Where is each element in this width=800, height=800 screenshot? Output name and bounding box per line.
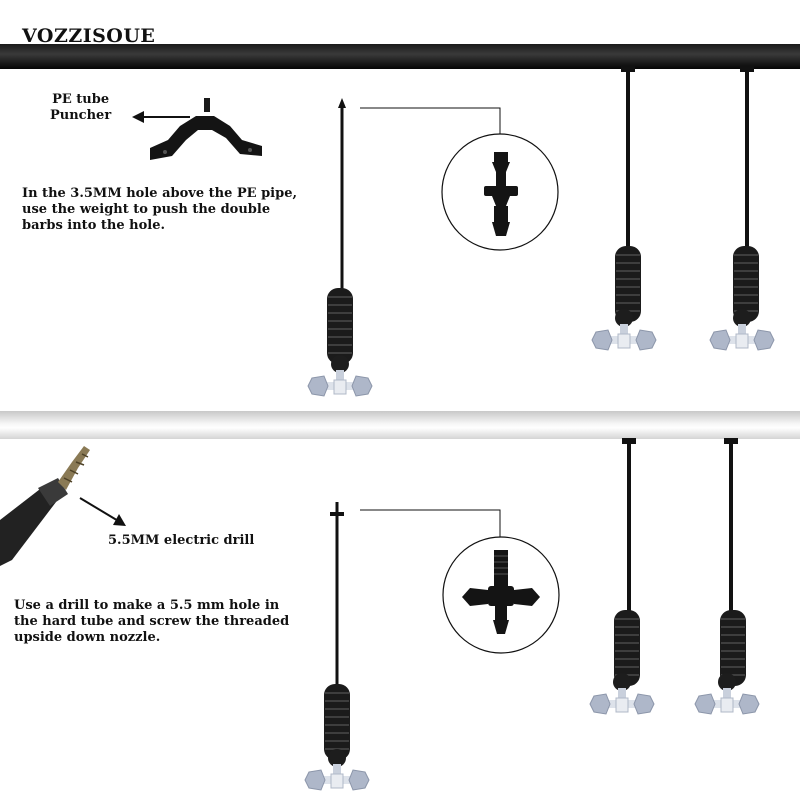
puncher-label-line1: PE tube bbox=[52, 92, 110, 107]
electric-drill-label: 5.5MM electric drill bbox=[108, 533, 255, 548]
mist-dropper-assembly bbox=[709, 66, 775, 351]
mist-dropper-assembly bbox=[304, 502, 370, 791]
electric-drill-icon bbox=[0, 446, 90, 566]
black-pe-pipe bbox=[0, 44, 800, 69]
puncher-label-line2: Puncher bbox=[50, 108, 112, 123]
bottom-desc-line: Use a drill to make a 5.5 mm hole in bbox=[14, 598, 280, 613]
threaded-cross-connector-icon bbox=[462, 550, 540, 634]
bottom-desc-line: upside down nozzle. bbox=[14, 630, 161, 645]
top-description: In the 3.5MM hole above the PE pipe, use… bbox=[22, 186, 342, 234]
top-desc-line: use the weight to push the double bbox=[22, 202, 271, 217]
bottom-description: Use a drill to make a 5.5 mm hole in the… bbox=[14, 598, 334, 646]
brand-logo: VOZZISOUE bbox=[22, 25, 156, 47]
bottom-desc-line: the hard tube and screw the threaded bbox=[14, 614, 290, 629]
arrow-icon bbox=[132, 111, 190, 123]
top-desc-line: In the 3.5MM hole above the PE pipe, bbox=[22, 186, 298, 201]
double-barb-connector-detail bbox=[441, 133, 559, 251]
pe-tube-puncher-icon bbox=[150, 98, 262, 160]
mist-dropper-assembly bbox=[591, 66, 657, 351]
top-desc-line: barbs into the hole. bbox=[22, 218, 165, 233]
threaded-cross-connector-detail bbox=[442, 536, 560, 654]
white-hard-pipe bbox=[0, 411, 800, 439]
pe-tube-puncher-label: PE tube Puncher bbox=[50, 92, 111, 124]
mist-dropper-assembly bbox=[307, 98, 373, 397]
mist-dropper-assembly bbox=[694, 438, 760, 715]
double-barb-connector-icon bbox=[484, 152, 518, 236]
arrow-icon bbox=[79, 497, 126, 526]
mist-dropper-assembly bbox=[589, 438, 655, 715]
